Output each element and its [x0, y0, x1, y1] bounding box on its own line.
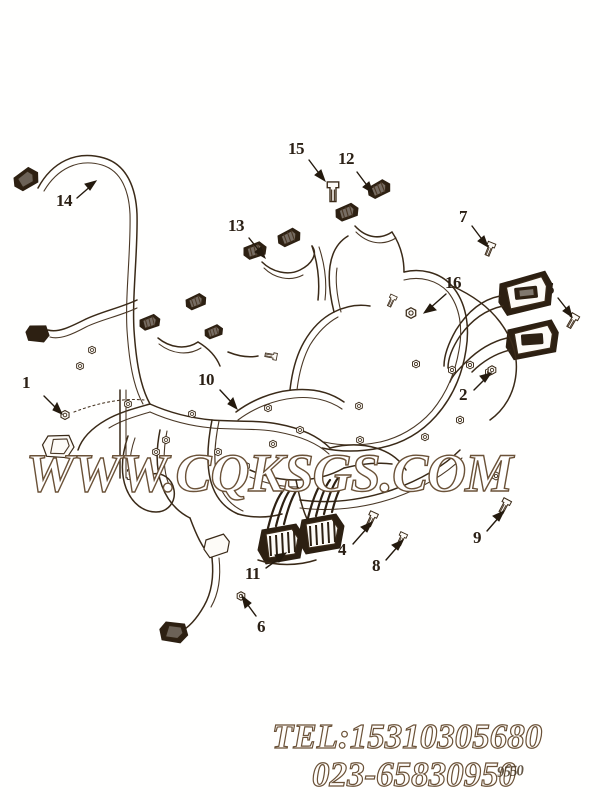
harness-branch-13	[241, 226, 316, 280]
callout-arrows	[43, 159, 573, 617]
fastener-5	[564, 312, 581, 330]
connector-left-mid	[138, 291, 259, 367]
callout-label-8: 8	[372, 556, 381, 575]
callout-label-12: 12	[338, 149, 355, 168]
callout-label-7: 7	[459, 207, 468, 226]
connector-bank-11	[257, 476, 348, 565]
harness-main-right-loop	[321, 269, 518, 452]
fastener-16b	[385, 293, 398, 309]
callout-label-14: 14	[56, 191, 73, 210]
fastener-pin-center	[264, 350, 278, 361]
harness-branch-left-lower	[25, 299, 138, 343]
harness-branch-3	[41, 389, 176, 513]
callout-label-6: 6	[257, 617, 266, 636]
fastener-15	[326, 181, 340, 203]
fastener-9	[496, 497, 513, 516]
callout-label-16: 16	[445, 273, 462, 292]
fastener-1-lead	[73, 399, 145, 413]
callout-label-15: 15	[288, 139, 305, 158]
harness-branch-12	[333, 177, 405, 273]
harness-branch-14	[13, 154, 151, 405]
callout-label-11: 11	[245, 564, 261, 583]
fastener-1	[60, 409, 70, 421]
fastener-16	[405, 307, 417, 319]
callout-label-4: 4	[338, 540, 347, 559]
connector-block-5	[443, 270, 559, 383]
callout-label-5: 5	[546, 279, 555, 298]
callout-label-3: 3	[126, 465, 135, 484]
harness-branch-10	[235, 235, 371, 421]
callout-label-13: 13	[228, 216, 245, 235]
callout-label-1: 1	[22, 373, 31, 392]
callout-label-9: 9	[473, 528, 482, 547]
callout-label-2: 2	[459, 385, 468, 404]
harness-tail-bottom	[159, 533, 230, 644]
callout-label-10: 10	[198, 370, 215, 389]
